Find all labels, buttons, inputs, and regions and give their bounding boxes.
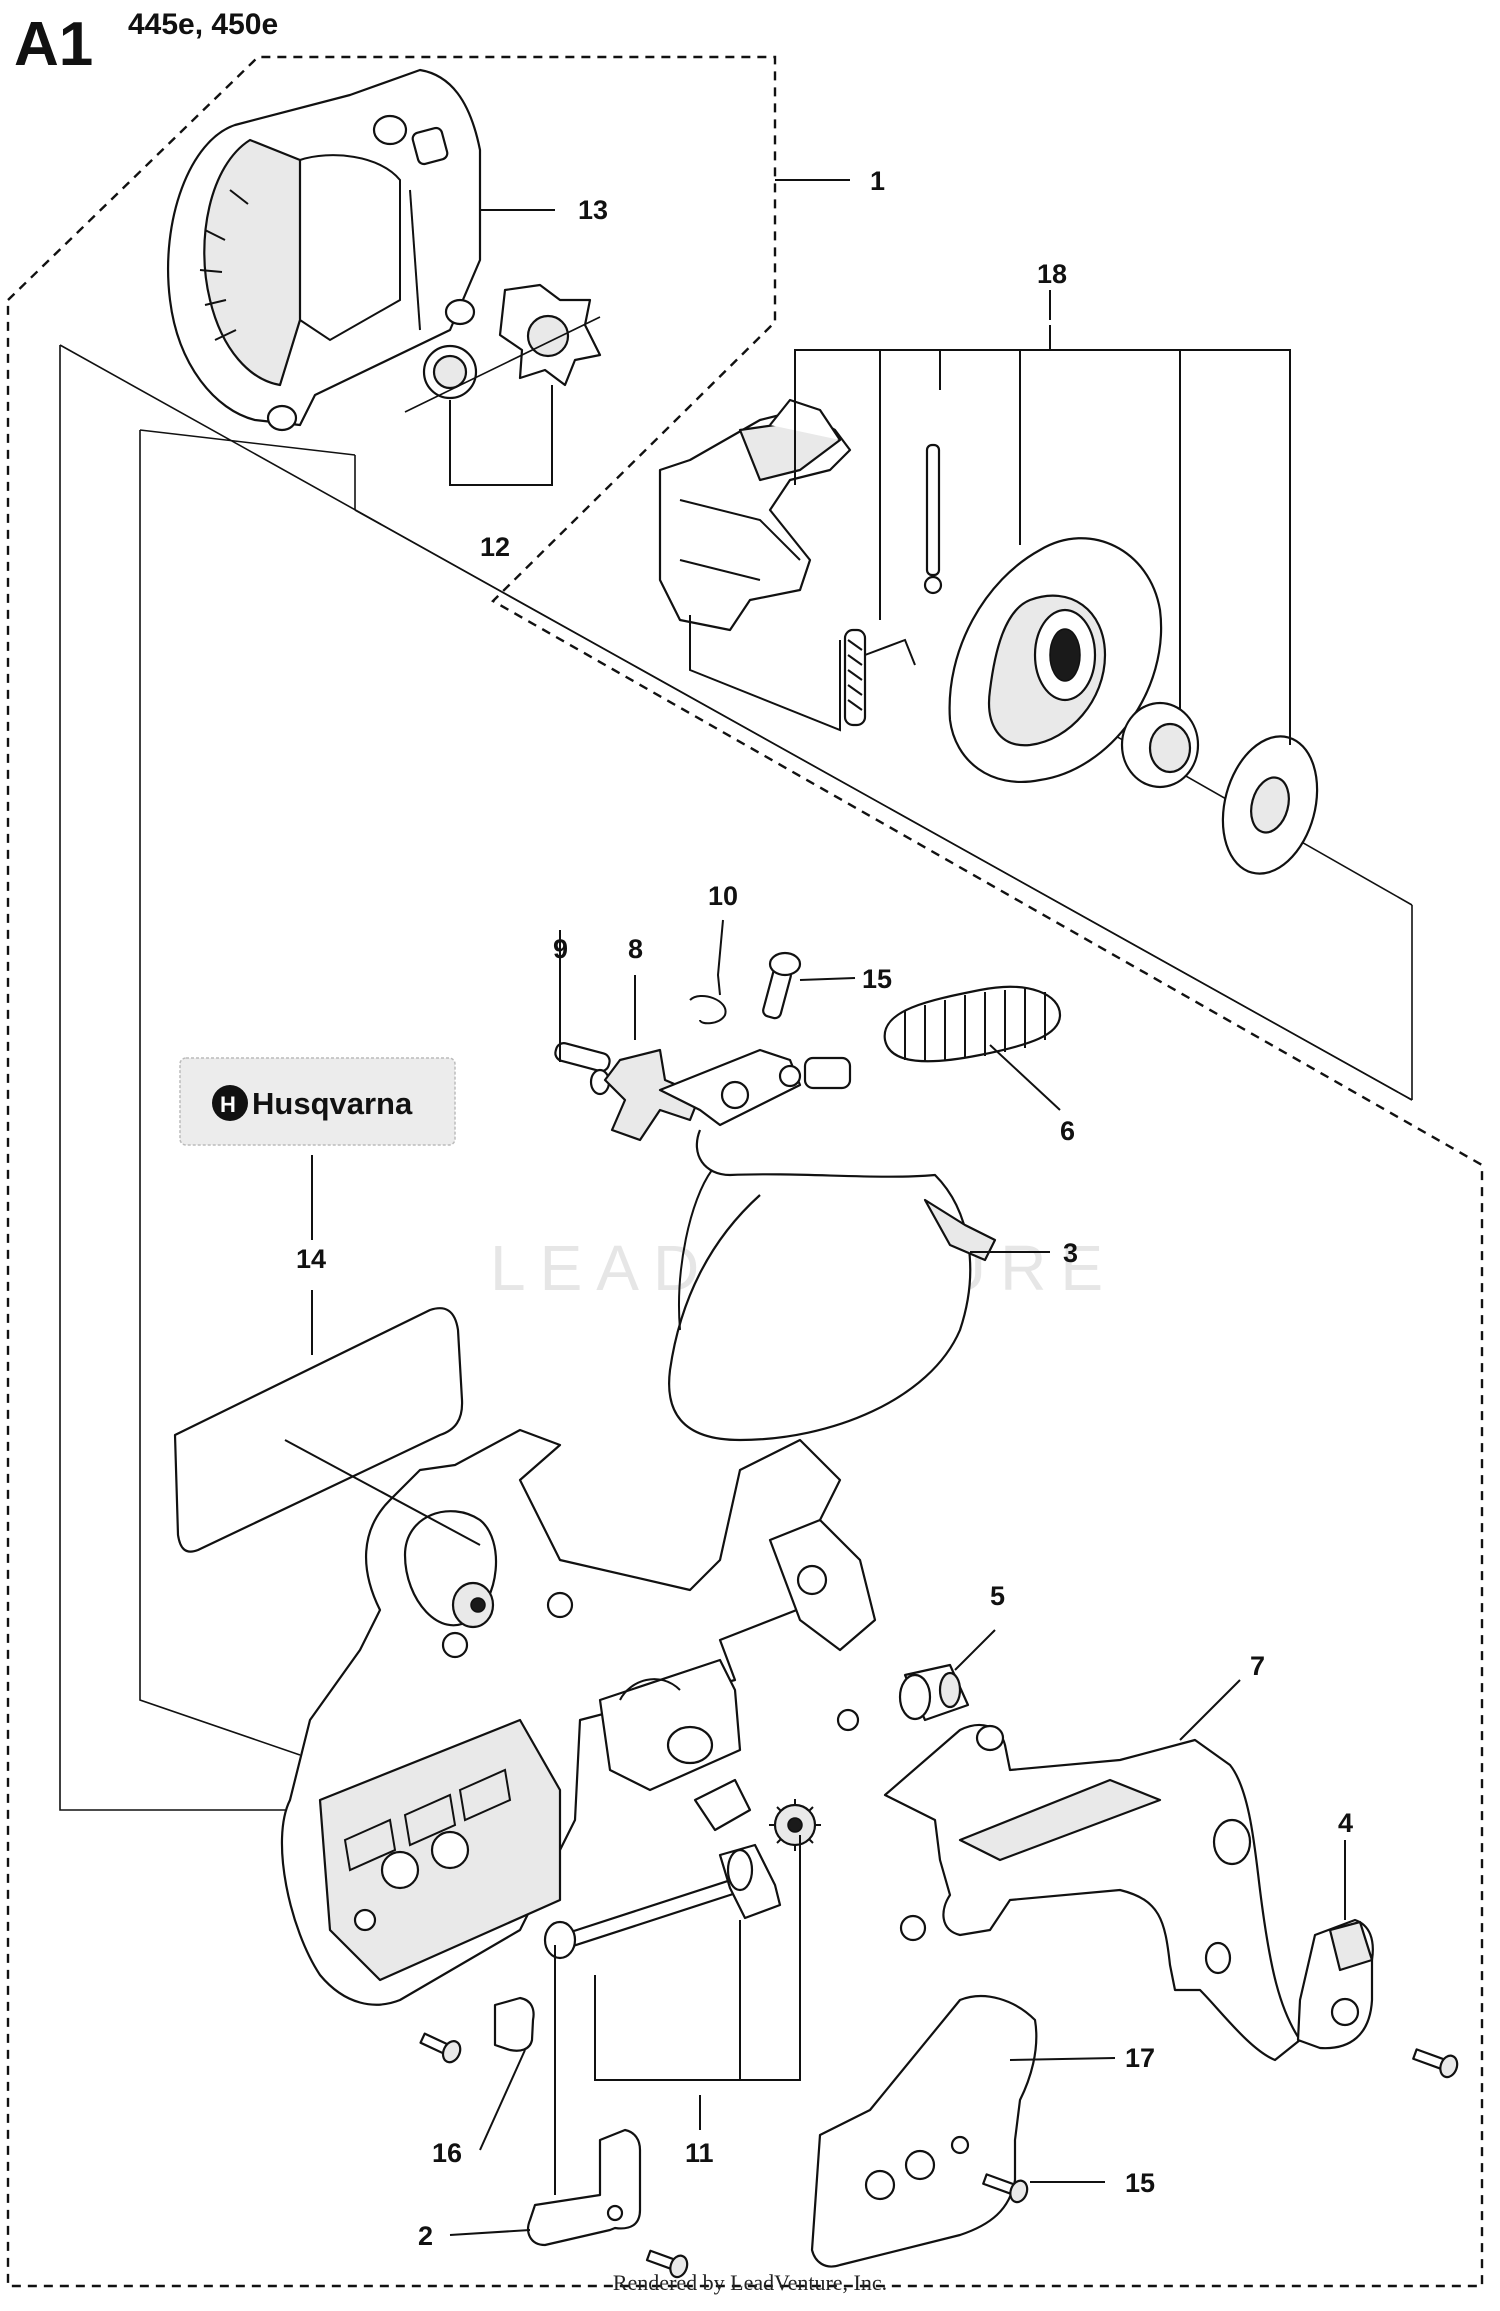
callout-9: 9 (553, 934, 568, 964)
shaft-and-sprocket-part-11 (543, 1799, 821, 1960)
callout-15-upper: 15 (862, 964, 892, 994)
decal-blank (173, 1307, 464, 1553)
brake-lever-group (554, 951, 1062, 1442)
frame-inner-top (139, 429, 356, 456)
callout-12: 12 (480, 532, 510, 562)
callout-11: 11 (685, 2138, 714, 2168)
callout-5: 5 (990, 1581, 1005, 1611)
section-code: A1 (14, 10, 94, 79)
guide-plate-part-17 (810, 1995, 1038, 2268)
husqvarna-decal: H Husqvarna (179, 1057, 456, 1146)
callout-17: 17 (1125, 2043, 1155, 2073)
chain-brake-assembly (658, 398, 1319, 875)
footer-credit: Rendered by LeadVenture, Inc. (612, 2270, 888, 2295)
callout-15-lower: 15 (1125, 2168, 1155, 2198)
part-2-clip (527, 2128, 642, 2247)
clutch-cover-housing (166, 68, 482, 432)
callout-6: 6 (1060, 1116, 1075, 1146)
svg-text:H: H (220, 1092, 236, 1117)
frame-outer (59, 345, 300, 1811)
callout-2: 2 (418, 2221, 433, 2251)
leader-lines (284, 179, 1346, 2236)
part-16-block (493, 1996, 535, 2052)
part-4-block (1296, 1918, 1374, 2050)
frame-inner (139, 430, 301, 1756)
callout-3: 3 (1063, 1238, 1078, 1268)
callout-13: 13 (578, 195, 608, 225)
callout-14: 14 (296, 1244, 326, 1274)
callout-18-bracket (794, 325, 1291, 745)
callout-18: 18 (1037, 259, 1067, 289)
cover-plate-part-7 (883, 1723, 1302, 2062)
callout-16: 16 (432, 2138, 462, 2168)
bushing-part-5 (898, 1663, 970, 1722)
assembly-boundary-upper (6, 55, 1484, 2288)
frame-diagonal-inner (354, 509, 1413, 1101)
callout-8: 8 (628, 934, 643, 964)
model-list: 445e, 450e (128, 8, 279, 41)
clutch-cover-main (280, 1428, 877, 2006)
screws (419, 2032, 1459, 2279)
star-nut-and-pinion (404, 283, 602, 413)
callout-4: 4 (1338, 1808, 1353, 1838)
callout-1: 1 (870, 166, 885, 196)
callout-10: 10 (708, 881, 738, 911)
callout-numbers: 1 13 18 12 10 9 8 15 6 3 14 5 7 4 17 16 … (296, 166, 1353, 2251)
husqvarna-decal-text: Husqvarna (252, 1086, 413, 1121)
callout-7: 7 (1250, 1651, 1265, 1681)
